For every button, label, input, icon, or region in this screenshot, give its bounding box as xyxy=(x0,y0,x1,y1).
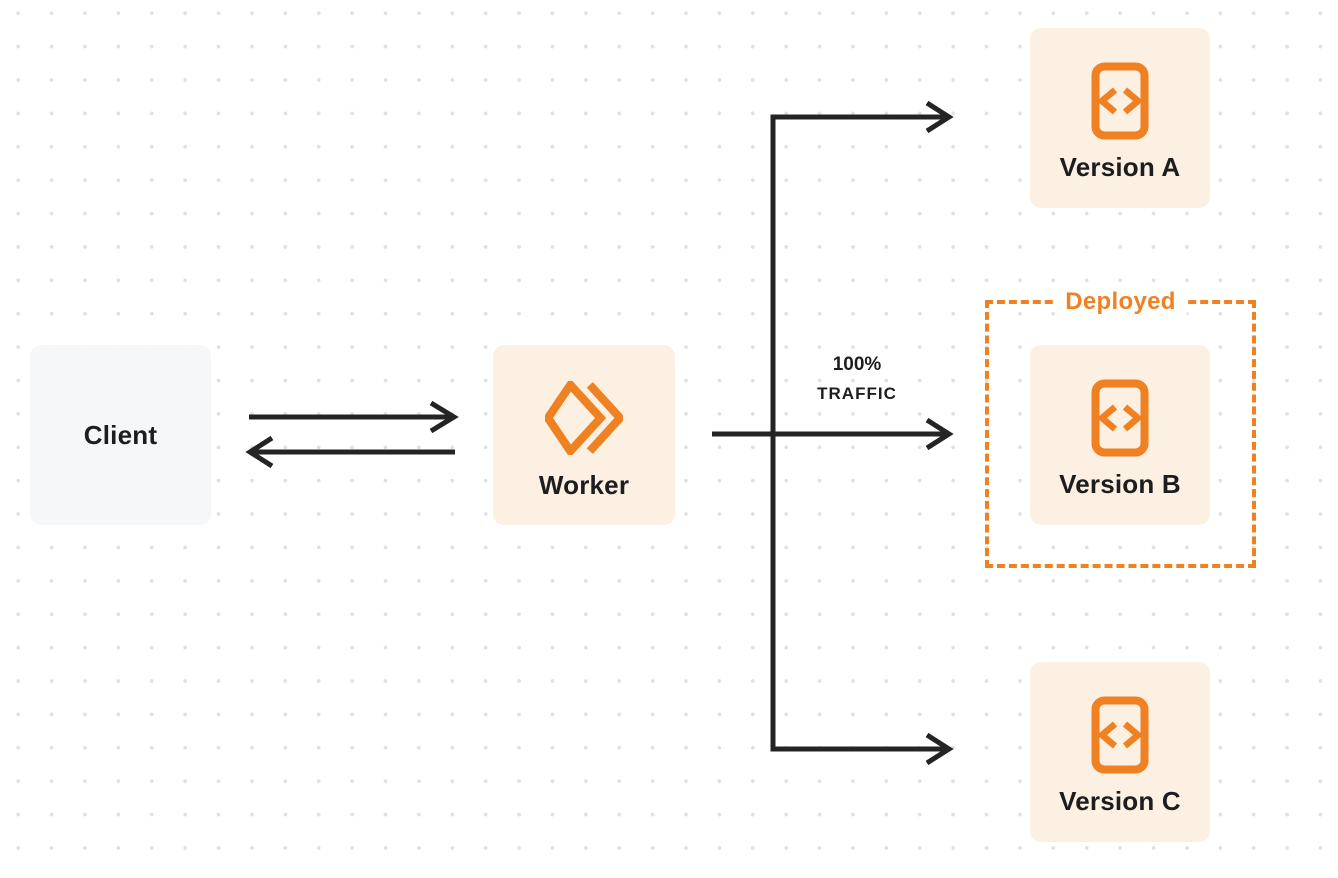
deployed-group: Deployed xyxy=(985,287,1256,568)
version-c-label: Version C xyxy=(1059,786,1181,816)
arrow-worker-to-client xyxy=(245,435,455,469)
version-c-node: Version C xyxy=(1030,662,1210,842)
client-node: Client xyxy=(30,345,211,525)
worker-label: Worker xyxy=(538,469,630,500)
traffic-percent: 100% xyxy=(832,354,882,375)
version-a-node: Version A xyxy=(1030,28,1210,208)
arrow-fanout xyxy=(712,100,954,766)
client-label: Client xyxy=(83,420,158,450)
deployed-label: Deployed xyxy=(1054,287,1187,317)
cloudflare-workers-icon xyxy=(545,380,623,455)
worker-node: Worker xyxy=(493,345,675,525)
traffic-word: TRAFFIC xyxy=(817,384,897,403)
code-file-icon xyxy=(1091,379,1149,457)
code-file-icon xyxy=(1091,696,1149,774)
version-a-label: Version A xyxy=(1059,152,1181,182)
code-file-icon xyxy=(1091,62,1149,140)
arrow-client-to-worker xyxy=(249,400,459,434)
version-b-label: Version B xyxy=(1059,469,1181,499)
version-b-node: Version B xyxy=(1030,345,1210,525)
traffic-annotation: 100% TRAFFIC xyxy=(799,351,915,409)
